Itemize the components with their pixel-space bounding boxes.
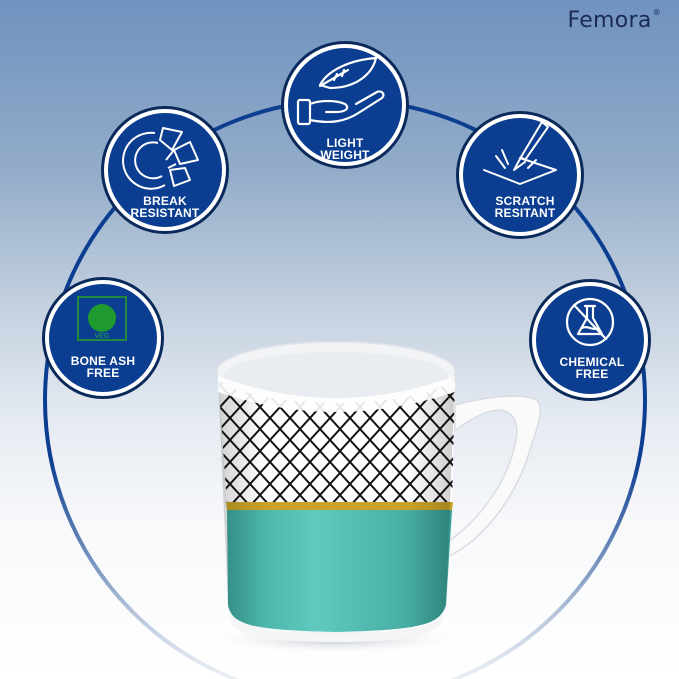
badge-light-weight — [281, 41, 409, 169]
mug-interior — [224, 352, 448, 400]
badge-label-scratch-resitant: SCRATCH RESITANT — [495, 195, 556, 219]
badge-label-light-weight: LIGHT WEIGHT — [320, 137, 369, 161]
registered-mark: ® — [652, 7, 661, 17]
feather-hand-icon — [296, 56, 385, 126]
label-line-2: WEIGHT — [320, 148, 370, 162]
label-line-1: CHEMICAL — [559, 355, 625, 369]
badge-label-chemical-free: CHEMICAL FREE — [560, 356, 625, 380]
mug-foot — [229, 612, 444, 642]
veg-text: VEG — [95, 333, 110, 340]
badge-label-bone-ash-free: BONE ASH FREE — [71, 355, 136, 379]
label-line-1: LIGHT — [326, 136, 364, 150]
badge-bone-ash-free: VEG — [42, 277, 164, 399]
brand-name: Femora — [567, 8, 652, 33]
badge-break-resistant — [101, 106, 229, 234]
veg-mark-icon: VEG — [77, 296, 127, 341]
label-line-2: RESITANT — [494, 206, 556, 220]
label-line-2: FREE — [86, 366, 120, 380]
badge-chemical-free — [529, 279, 651, 401]
badge-scratch-resitant — [456, 111, 584, 239]
label-line-2: RESISTANT — [130, 206, 200, 220]
label-line-1: BONE ASH — [70, 354, 136, 368]
broken-plate-icon — [122, 127, 199, 190]
label-line-1: BREAK — [143, 194, 187, 208]
scalpel-scratch-icon — [483, 121, 557, 185]
brand-logo: Femora® — [567, 8, 661, 33]
no-chemical-flask-icon — [565, 297, 615, 347]
badge-label-break-resistant: BREAK RESISTANT — [131, 195, 200, 219]
mug — [216, 341, 541, 642]
label-line-1: SCRATCH — [495, 194, 555, 208]
label-line-2: FREE — [575, 367, 609, 381]
